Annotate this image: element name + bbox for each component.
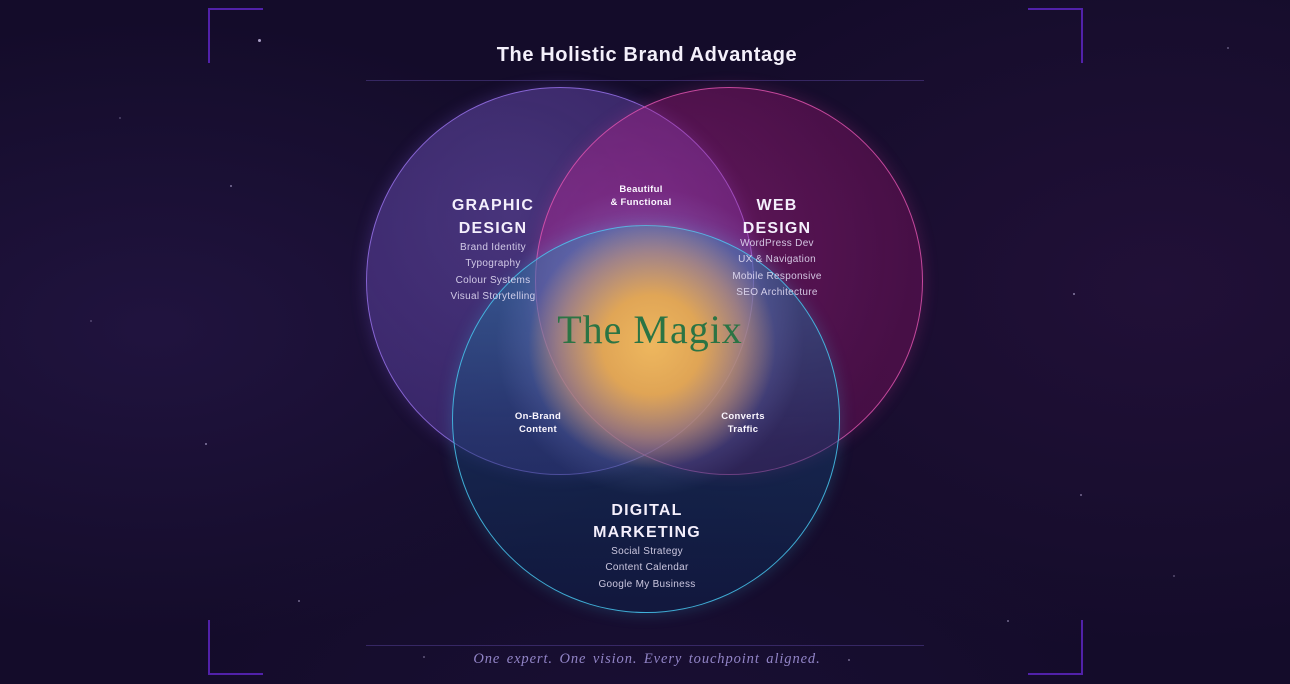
list-item: UX & Navigation bbox=[738, 254, 816, 266]
label-line: On-Brand bbox=[514, 411, 562, 422]
intersection-label-converts-traffic: Converts Traffic bbox=[721, 411, 765, 437]
digital-marketing-heading: DIGITAL MARKETING bbox=[593, 500, 701, 544]
label-line: Traffic bbox=[727, 423, 759, 435]
center-gold-glow bbox=[527, 220, 777, 470]
corner-bracket-top-left bbox=[208, 8, 263, 63]
star-dot bbox=[423, 656, 425, 658]
list-item: WordPress Dev bbox=[740, 238, 814, 249]
label-line: Content bbox=[519, 423, 557, 435]
label-line: & Functional bbox=[610, 196, 672, 208]
list-item: Mobile Responsive bbox=[732, 270, 822, 282]
star-dot bbox=[205, 443, 207, 445]
heading-line: DESIGN bbox=[458, 220, 528, 237]
corner-bracket-bottom-right bbox=[1028, 620, 1083, 675]
center-label: The Magix bbox=[557, 307, 743, 352]
label-line: Converts bbox=[721, 411, 765, 422]
heading-line: MARKETING bbox=[593, 524, 701, 541]
star-dot bbox=[1227, 47, 1229, 49]
list-item: Colour Systems bbox=[455, 274, 531, 286]
list-item: Typography bbox=[465, 258, 521, 270]
list-item: Google My Business bbox=[598, 578, 696, 590]
star-dot bbox=[119, 117, 121, 119]
web-design-items: WordPress Dev UX & Navigation Mobile Res… bbox=[732, 236, 822, 301]
corner-bracket-top-right bbox=[1028, 8, 1083, 63]
star-dot bbox=[90, 320, 92, 322]
heading-line: DIGITAL bbox=[611, 502, 683, 519]
web-design-heading: WEB DESIGN bbox=[743, 194, 812, 240]
list-item: Content Calendar bbox=[605, 562, 689, 574]
graphic-design-items: Brand Identity Typography Colour Systems… bbox=[450, 240, 535, 305]
corner-bracket-bottom-left bbox=[208, 620, 263, 675]
star-dot bbox=[230, 185, 232, 187]
heading-line: WEB bbox=[756, 197, 798, 214]
star-dot bbox=[848, 659, 850, 661]
label-line: Beautiful bbox=[619, 184, 663, 195]
list-item: Brand Identity bbox=[460, 242, 526, 253]
intersection-label-beautiful-functional: Beautiful & Functional bbox=[610, 184, 671, 210]
heading-line: DESIGN bbox=[742, 220, 812, 237]
footer-divider bbox=[366, 645, 924, 646]
intersection-label-on-brand-content: On-Brand Content bbox=[515, 411, 561, 437]
star-dot bbox=[258, 39, 261, 42]
list-item: Social Strategy bbox=[611, 546, 683, 557]
star-dot bbox=[1080, 494, 1082, 496]
graphic-design-heading: GRAPHIC DESIGN bbox=[452, 194, 534, 240]
star-dot bbox=[298, 600, 300, 602]
page-title: The Holistic Brand Advantage bbox=[496, 44, 798, 66]
list-item: SEO Architecture bbox=[736, 286, 818, 298]
heading-line: GRAPHIC bbox=[451, 197, 535, 214]
star-dot bbox=[1073, 293, 1075, 295]
list-item: Visual Storytelling bbox=[450, 290, 536, 302]
header-divider bbox=[366, 80, 924, 81]
star-dot bbox=[1173, 575, 1175, 577]
star-dot bbox=[1007, 620, 1009, 622]
tagline: One expert. One vision. Every touchpoint… bbox=[473, 651, 821, 667]
digital-marketing-items: Social Strategy Content Calendar Google … bbox=[598, 544, 695, 593]
